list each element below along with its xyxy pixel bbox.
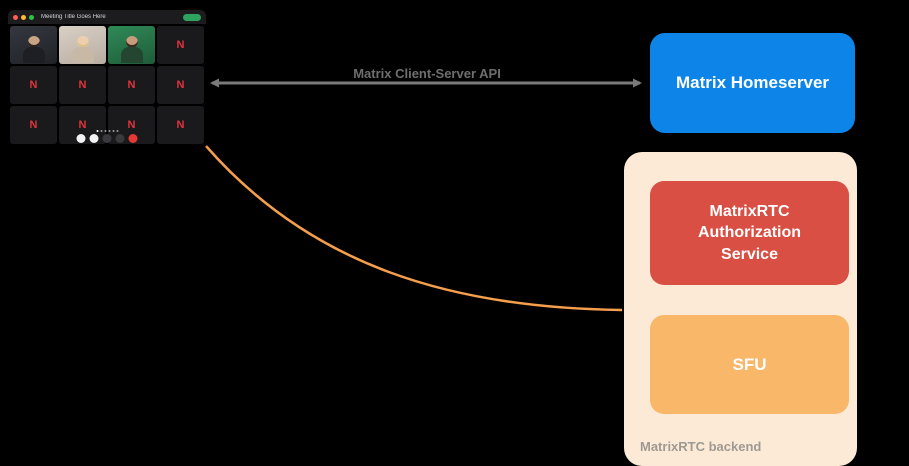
- n-logo: N: [176, 79, 185, 91]
- video-tile-logo[interactable]: N: [59, 66, 106, 104]
- video-tile-logo[interactable]: N: [10, 66, 57, 104]
- video-tile-person[interactable]: [10, 26, 57, 64]
- matrix-homeserver-label: Matrix Homeserver: [675, 73, 830, 92]
- page-indicator: [96, 130, 118, 132]
- n-logo: N: [29, 119, 38, 131]
- n-logo: N: [176, 119, 185, 131]
- hangup-button[interactable]: [128, 134, 138, 143]
- call-controls: [76, 130, 138, 143]
- video-call-window: Meeting Title Goes Here N N N N N N N N …: [8, 10, 206, 146]
- video-tile-logo[interactable]: N: [10, 106, 57, 144]
- video-tile-grid: N N N N N N N N N: [8, 24, 206, 146]
- auth-service-box: MatrixRTC Authorization Service: [650, 181, 849, 285]
- live-badge: [183, 13, 201, 21]
- matrix-homeserver-box: Matrix Homeserver: [650, 33, 855, 133]
- video-tile-logo[interactable]: N: [157, 26, 204, 64]
- video-tile-person[interactable]: [59, 26, 106, 64]
- meeting-title: Meeting Title Goes Here: [41, 14, 106, 20]
- n-logo: N: [127, 119, 136, 131]
- sfu-box: SFU: [650, 315, 849, 414]
- more-options-button[interactable]: [115, 134, 125, 143]
- call-buttons: [76, 134, 138, 143]
- backend-caption: MatrixRTC backend: [640, 439, 762, 454]
- camera-button[interactable]: [89, 134, 99, 143]
- n-logo: N: [127, 79, 136, 91]
- video-tile-logo[interactable]: N: [157, 66, 204, 104]
- close-window-button[interactable]: [13, 14, 18, 20]
- minimize-window-button[interactable]: [21, 14, 26, 20]
- auth-service-label: MatrixRTC Authorization Service: [697, 202, 802, 263]
- n-logo: N: [78, 119, 87, 131]
- video-tile-logo[interactable]: N: [108, 66, 155, 104]
- mic-button[interactable]: [76, 134, 86, 143]
- sfu-label: SFU: [732, 354, 767, 374]
- window-titlebar: Meeting Title Goes Here: [8, 10, 206, 24]
- sfu-connector-curve: [205, 145, 623, 312]
- client-server-api-label: Matrix Client-Server API: [353, 66, 501, 81]
- video-tile-person[interactable]: [108, 26, 155, 64]
- n-logo: N: [29, 79, 38, 91]
- n-logo: N: [78, 79, 87, 91]
- matrixrtc-backend-container: MatrixRTC Authorization Service SFU Matr…: [624, 152, 857, 466]
- share-screen-button[interactable]: [102, 134, 112, 143]
- zoom-window-button[interactable]: [29, 14, 34, 20]
- n-logo: N: [176, 39, 185, 51]
- video-tile-logo[interactable]: N: [157, 106, 204, 144]
